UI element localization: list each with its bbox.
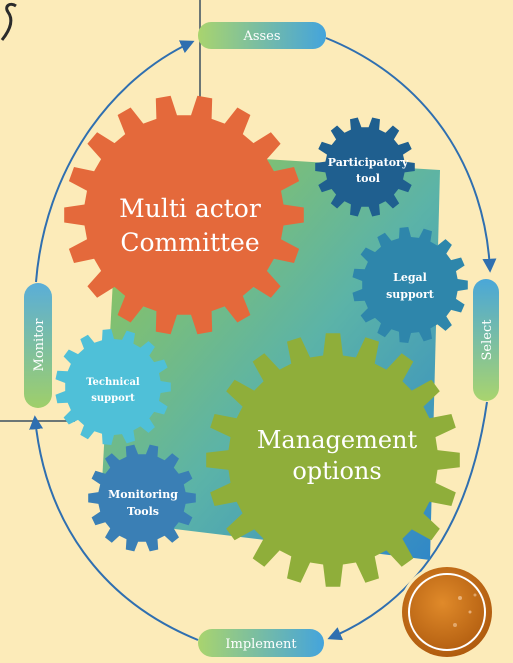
monitoring-label-line1: Monitoring [108,488,178,501]
monitor-label: Monitor [32,318,47,372]
stage-pill-implement: Implement [198,629,324,657]
emblem-badge [399,564,495,660]
legal-label-line2: support [386,288,435,301]
cycle-arrow-select-to-implement [327,401,488,641]
technical-label-line1: Technical [86,377,140,388]
committee-label-line1: Multi actor [119,194,261,223]
gear-multi-actor-committee [64,95,304,335]
technical-label-line2: support [91,393,135,404]
stage-pill-monitor: Monitor [24,283,52,408]
gear-technical-support [55,329,171,445]
stage-pill-assess: Asses [198,22,326,49]
cycle-arrow-monitor-to-assess [35,40,195,283]
gear-monitoring-tools [88,444,196,552]
assess-label: Asses [242,29,280,44]
legal-label-line1: Legal [393,271,427,284]
gear-legal-support [352,227,468,343]
participatory-label-line2: tool [356,172,380,185]
gear-participatory-tool [315,117,415,217]
participatory-label-line1: Participatory [328,156,409,169]
stage-pill-select: Select [473,279,499,401]
cycle-arrow-assess-to-select [325,37,497,273]
monitoring-label-line2: Tools [127,505,159,518]
implement-label: Implement [225,637,297,652]
management-label-line2: options [292,457,381,485]
select-label: Select [480,319,495,361]
committee-label-line2: Committee [120,228,259,257]
management-label-line1: Management [257,426,418,454]
corner-swirl-decoration [0,2,17,41]
gear-management-options [206,333,460,587]
cycle-arrow-implement-to-monitor [29,415,199,641]
